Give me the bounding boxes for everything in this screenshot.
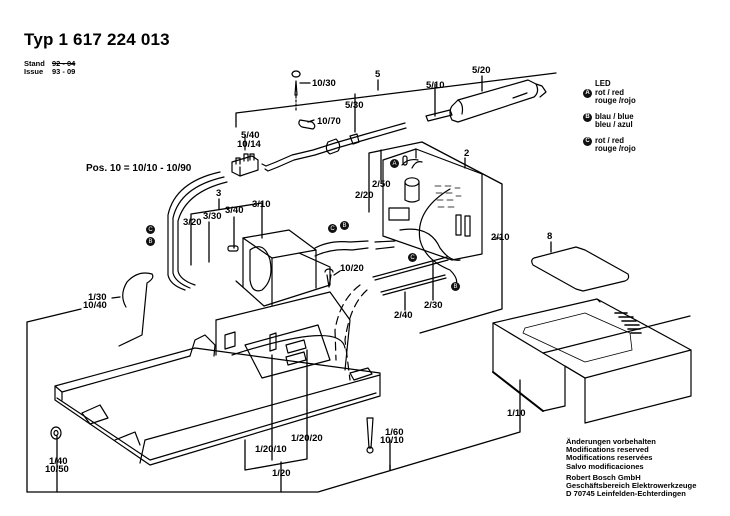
wire-badge-c-transformer: C [328, 224, 337, 233]
position-note: Pos. 10 = 10/10 - 10/90 [86, 163, 192, 174]
transformer [227, 229, 331, 307]
cable-fork [261, 161, 279, 172]
stand-value: 92 - 04 [52, 59, 76, 68]
company-division: Geschäftsbereich Elektrowerkzeuge [566, 481, 697, 491]
label-2: 2 [464, 148, 470, 159]
label-2-10: 2/10 [491, 232, 510, 243]
label-1-30: 1/30 [88, 292, 107, 303]
legend-text: rot / red [595, 87, 625, 97]
label-3: 3 [216, 188, 222, 199]
leader-5 [235, 72, 557, 128]
terminal-block [231, 134, 259, 177]
label-2-40: 2/40 [394, 310, 413, 321]
label-5: 5 [375, 69, 381, 80]
left-wires [167, 171, 228, 291]
wire-badge-c-board: C [408, 253, 417, 262]
leader-10-20 [333, 270, 341, 276]
clip-10-70 [298, 119, 316, 130]
legend-text: blau / blue [595, 111, 634, 121]
washer-1-40 [50, 426, 62, 440]
legend-text: rot / red [595, 135, 625, 145]
label-8: 8 [547, 231, 553, 242]
label-3-20: 3/20 [183, 217, 202, 228]
label-10-30: 10/30 [312, 78, 336, 89]
leader-2 [368, 141, 503, 334]
leader-1 [26, 308, 82, 493]
screw-1-60 [366, 417, 374, 454]
revision-block: Stand 92 - 04 Issue 93 - 09 [24, 60, 75, 76]
base-tray [54, 291, 381, 466]
cable-collar [325, 138, 341, 155]
car-plug [449, 79, 539, 123]
label-1-20: 1/20 [272, 468, 291, 479]
label-5-30: 5/30 [345, 100, 364, 111]
circuit-board [382, 148, 483, 287]
footer-notes: Änderungen vorbehalten Modifications res… [566, 437, 697, 499]
wire-badge-b-left: B [146, 237, 155, 246]
label-5-40: 5/40 [241, 130, 260, 141]
footer-line: Modifications reservées [566, 453, 653, 463]
company-name: Robert Bosch GmbH [566, 472, 641, 482]
label-5-20: 5/20 [472, 65, 491, 76]
label-1-20-10: 1/20/10 [255, 444, 287, 455]
label-2-30: 2/30 [424, 300, 443, 311]
label-10-50: 10/50 [45, 464, 69, 475]
label-10-14: 10/14 [237, 139, 261, 150]
hook [118, 272, 154, 347]
label-3-30: 3/30 [203, 211, 222, 222]
label-2-50: 2/50 [372, 179, 391, 190]
footer-line: Änderungen vorbehalten [566, 437, 656, 446]
legend-badge-a: A [583, 88, 592, 98]
cable-segment [425, 109, 453, 122]
legend-badge-c: C [583, 136, 592, 146]
label-10-10: 10/10 [380, 435, 404, 446]
leader-lines [26, 72, 557, 493]
leader-1-30 [111, 296, 121, 299]
footer-line: Modifications reserved [566, 445, 649, 455]
legend-text: rouge /rojo [595, 144, 636, 153]
loose-wires [334, 256, 449, 381]
label-3-10: 3/10 [252, 199, 271, 210]
label-10-70: 10/70 [317, 116, 341, 127]
label-10-20: 10/20 [340, 263, 364, 274]
wire-badge-c-left: C [146, 225, 155, 234]
stand-label: Stand [24, 59, 45, 68]
leader-1-20-bracket [244, 409, 308, 471]
leader-3 [190, 202, 263, 266]
company-address: D 70745 Leinfelden-Echterdingen [566, 489, 686, 499]
label-10-40: 10/40 [83, 300, 107, 311]
label-3-40: 3/40 [225, 205, 244, 216]
legend-heading: LED [595, 79, 611, 88]
label-2-20: 2/20 [355, 190, 374, 201]
label-1-40: 1/40 [49, 456, 68, 467]
legend-text: rouge /rojo [595, 96, 636, 105]
wire-badge-b-transformer: B [340, 221, 349, 230]
legend-badge-b: B [583, 112, 592, 122]
footer-line: Salvo modificaciones [566, 461, 644, 471]
leader-frame-bottom [26, 379, 521, 493]
screw-10-20 [324, 268, 334, 288]
transformer-wires [314, 240, 396, 257]
label-1-60: 1/60 [385, 427, 404, 438]
issue-label: Issue [24, 67, 44, 76]
label-1-10: 1/10 [507, 408, 526, 419]
cable-body [275, 122, 406, 163]
legend-text: bleu / azul [595, 120, 633, 129]
wire-badge-b-board: B [451, 282, 460, 291]
screw-10-30 [291, 70, 301, 96]
label-plate [531, 246, 630, 292]
label-1-20-20: 1/20/20 [291, 433, 323, 444]
issue-value: 93 - 09 [52, 67, 76, 76]
label-5-10: 5/10 [426, 80, 445, 91]
cable-assembly [261, 70, 547, 172]
wire-badge-a: A [390, 159, 399, 168]
housing-cover [492, 298, 692, 424]
page-title: Typ 1 617 224 013 [24, 30, 170, 49]
